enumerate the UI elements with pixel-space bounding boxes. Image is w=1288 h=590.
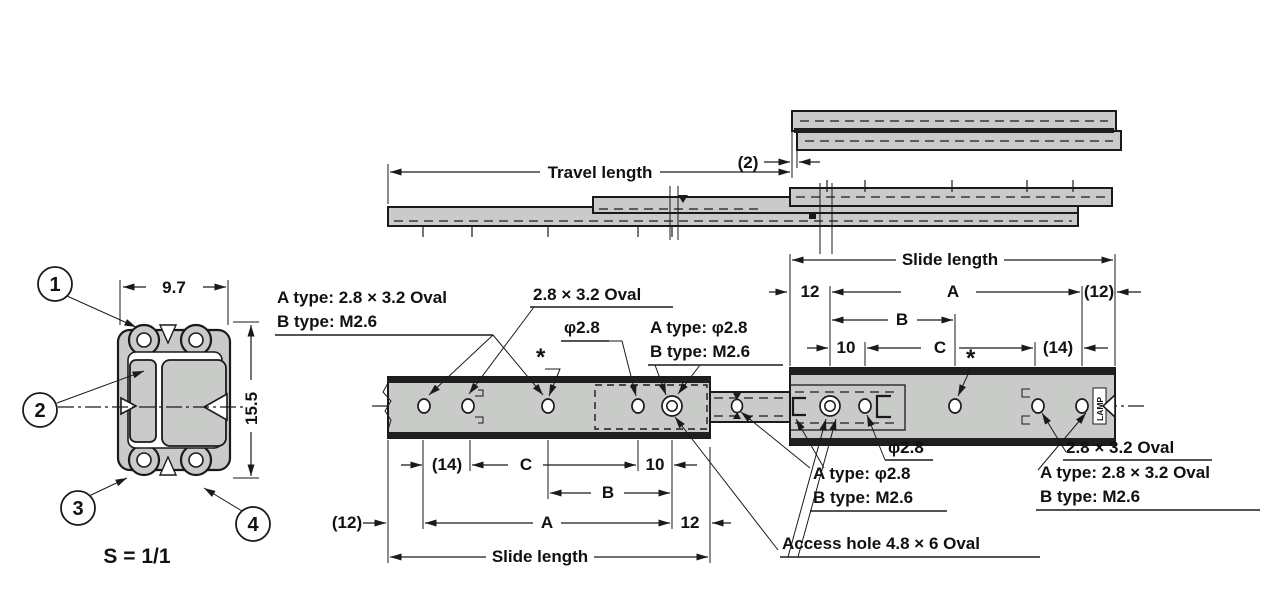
stopper-clip-icon — [875, 394, 891, 419]
ball-top-left — [136, 332, 152, 348]
svg-text:1: 1 — [49, 274, 60, 296]
hole-type-label-bottom-right: A type: 2.8 × 3.2 Oval B type: M2.6 — [1036, 412, 1260, 511]
alignment-marker-triangle — [678, 195, 688, 203]
svg-text:φ2.8: φ2.8 — [888, 438, 924, 457]
svg-text:B type: M2.6: B type: M2.6 — [1040, 487, 1140, 506]
mounting-hole — [858, 398, 872, 414]
mounting-hole — [631, 398, 645, 414]
svg-text:B type: M2.6: B type: M2.6 — [277, 312, 377, 331]
hole-position-ticks — [422, 180, 1074, 237]
inner-bar-overlap — [709, 391, 791, 423]
asterisk-note-right: * — [957, 345, 976, 397]
phi-hole-label-bottom: φ2.8 — [866, 414, 933, 461]
clip-tab-icon — [475, 389, 484, 397]
dim-B: B — [602, 483, 614, 502]
ball-bottom-left — [136, 452, 152, 468]
retainer-bracket-icon — [791, 396, 806, 417]
outer-rail-dimensions: Slide length 12 A (12) B 10 C (14) — [769, 250, 1141, 366]
svg-text:B type: M2.6: B type: M2.6 — [650, 342, 750, 361]
svg-text:Access hole 4.8 × 6 Oval: Access hole 4.8 × 6 Oval — [782, 534, 980, 553]
svg-text:*: * — [536, 344, 546, 371]
dim-12: 12 — [681, 513, 700, 532]
offset-2-dimension: (2) — [738, 153, 820, 172]
oval-hole-label-top: 2.8 × 3.2 Oval — [468, 285, 673, 395]
svg-text:A type: φ2.8: A type: φ2.8 — [813, 464, 911, 483]
mounting-hole — [948, 398, 962, 414]
svg-text:A type: 2.8 × 3.2 Oval: A type: 2.8 × 3.2 Oval — [277, 288, 447, 307]
width-dimension: 9.7 — [119, 278, 229, 325]
svg-text:φ2.8: φ2.8 — [564, 318, 600, 337]
mounting-hole — [1075, 398, 1089, 414]
slide-length-label: Slide length — [902, 250, 998, 269]
clip-tab-icon — [1021, 388, 1030, 398]
dim-12: 12 — [801, 282, 820, 301]
ball-bottom-right — [188, 452, 204, 468]
mounting-hole — [541, 398, 555, 414]
dim-B: B — [896, 310, 908, 329]
annotations: A type: 2.8 × 3.2 Oval B type: M2.6 2.8 … — [275, 285, 1260, 558]
cross-section-view: 9.7 15.5 1 2 3 4 — [22, 266, 271, 568]
balloon-3: 3 — [60, 477, 128, 526]
dim-offset-label: (2) — [738, 153, 759, 172]
oval-hole-label-bottom: 2.8 × 3.2 Oval — [1041, 412, 1212, 461]
dim-10: 10 — [837, 338, 856, 357]
clip-tab-icon — [1021, 415, 1030, 425]
phantom-hole-zone — [594, 384, 708, 430]
dim-C: C — [934, 338, 946, 357]
mounting-hole — [1031, 398, 1045, 414]
dim-A: A — [947, 282, 959, 301]
front-view: LAMP — [372, 367, 1148, 446]
travel-length-dimension: Travel length — [387, 163, 790, 204]
dim-15-5: 15.5 — [242, 392, 261, 425]
inner-rail — [382, 376, 711, 439]
dim-12p: (12) — [332, 513, 362, 532]
height-dimension: 15.5 — [233, 321, 261, 479]
svg-text:2: 2 — [34, 400, 45, 422]
dim-9-7: 9.7 — [162, 278, 186, 297]
hole-type-label-bottom-center: A type: φ2.8 B type: M2.6 — [740, 411, 947, 512]
mounting-hole — [730, 398, 744, 414]
dim-A: A — [541, 513, 553, 532]
slide-length-label: Slide length — [492, 547, 588, 566]
scale-label: S = 1/1 — [103, 545, 170, 568]
svg-text:A type: 2.8 × 3.2 Oval: A type: 2.8 × 3.2 Oval — [1040, 463, 1210, 482]
dim-14: (14) — [432, 455, 462, 474]
travel-length-label: Travel length — [548, 163, 653, 182]
mounting-hole — [417, 398, 431, 414]
hole-type-label-top-left: A type: 2.8 × 3.2 Oval B type: M2.6 — [275, 288, 544, 396]
svg-text:B type: M2.6: B type: M2.6 — [813, 488, 913, 507]
extended-slide-view: Travel length — [387, 163, 1113, 254]
closed-slide-view: (2) — [738, 110, 1122, 178]
dim-14: (14) — [1043, 338, 1073, 357]
clip-tab-icon — [475, 416, 484, 424]
phi-hole-label-top: φ2.8 — [561, 318, 637, 397]
inner-rail-dimensions: (14) C 10 B (12) A 12 Slide length — [332, 440, 731, 566]
alignment-marker-square — [809, 212, 816, 219]
hole-type-label-top-right: A type: φ2.8 B type: M2.6 — [648, 318, 783, 396]
svg-text:3: 3 — [72, 498, 83, 520]
svg-text:2.8 × 3.2 Oval: 2.8 × 3.2 Oval — [1066, 438, 1174, 457]
svg-text:*: * — [966, 345, 976, 372]
ball-top-right — [188, 332, 204, 348]
balloon-1: 1 — [37, 266, 137, 328]
dim-12p: (12) — [1084, 282, 1114, 301]
svg-text:A type: φ2.8: A type: φ2.8 — [650, 318, 748, 337]
svg-text:2.8 × 3.2 Oval: 2.8 × 3.2 Oval — [533, 285, 641, 304]
inner-member-web — [129, 359, 157, 443]
outer-rail: LAMP — [789, 367, 1116, 446]
svg-text:4: 4 — [247, 514, 259, 536]
asterisk-note-left: * — [536, 344, 561, 397]
brand-logo: LAMP — [1095, 397, 1105, 421]
balloon-2: 2 — [22, 370, 145, 428]
balloon-4: 4 — [203, 487, 271, 542]
mounting-hole — [461, 398, 475, 414]
dim-C: C — [520, 455, 532, 474]
access-hole-label: Access hole 4.8 × 6 Oval — [674, 416, 1040, 558]
dim-10: 10 — [646, 455, 665, 474]
